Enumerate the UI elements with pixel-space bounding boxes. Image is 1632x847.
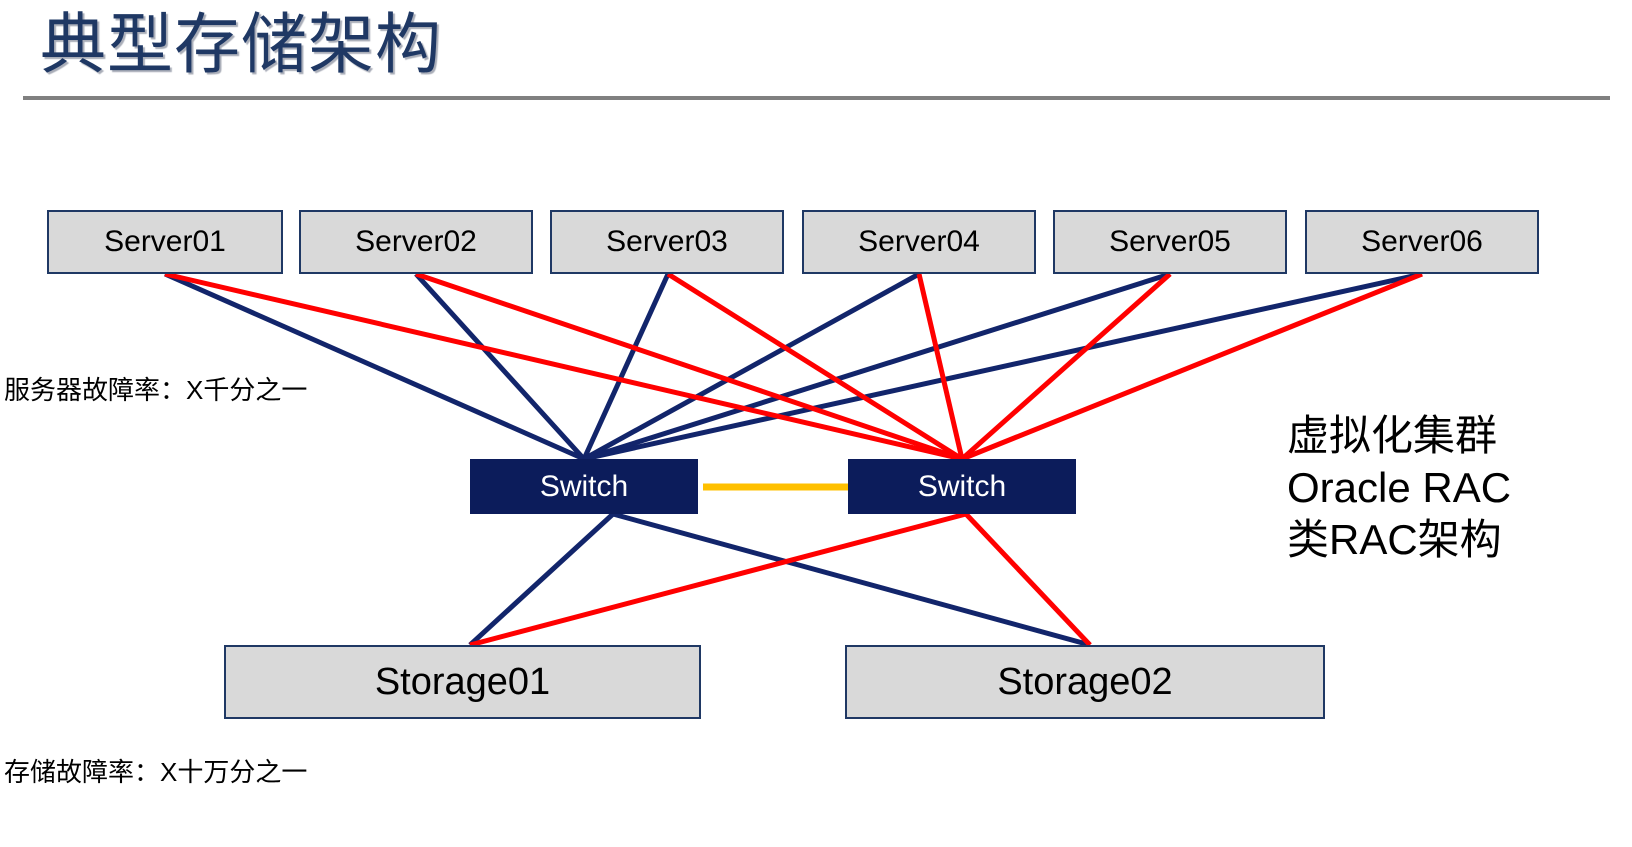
link-server-to-switch-a-2	[414, 272, 586, 461]
link-server-to-switch-a-1	[163, 271, 586, 462]
server-node-label: Server01	[104, 225, 226, 258]
links-to-switch-b	[164, 271, 1423, 462]
storage-node-2[interactable]: Storage02	[845, 645, 1325, 719]
cluster-type-line-1: 虚拟化集群	[1287, 412, 1498, 459]
server-node-3[interactable]: Server03	[550, 210, 784, 274]
server-node-1[interactable]: Server01	[47, 210, 283, 274]
link-server-to-switch-b-3	[666, 271, 964, 462]
server-node-label: Server04	[858, 225, 980, 258]
links-to-switch-a	[163, 271, 1423, 462]
server-node-label: Server05	[1109, 225, 1231, 258]
link-switch-a-to-storage-1	[468, 512, 615, 647]
link-server-to-switch-a-3	[581, 272, 671, 461]
link-server-to-switch-a-4	[582, 271, 921, 462]
switch-node-2[interactable]: Switch	[848, 459, 1076, 514]
cluster-type-line-2: Oracle RAC	[1287, 464, 1512, 511]
storage-node-label: Storage02	[997, 660, 1173, 703]
storage-node-1[interactable]: Storage01	[224, 645, 701, 719]
page-title: 典型存储架构	[40, 7, 442, 81]
link-server-to-switch-b-4	[916, 273, 965, 460]
cluster-type-line-3: 类RAC架构	[1287, 516, 1502, 563]
link-server-to-switch-b-1	[164, 271, 963, 462]
link-switch-b-to-storage-1	[469, 511, 967, 648]
storage-node-label: Storage01	[374, 660, 551, 703]
server-node-5[interactable]: Server05	[1053, 210, 1287, 274]
switch-node-label: Switch	[917, 469, 1007, 503]
storage-failure-rate-label: 存储故障率：X十万分之一	[4, 757, 308, 787]
server-node-label: Server06	[1361, 225, 1483, 258]
switch-node-label: Switch	[539, 469, 629, 503]
server-node-6[interactable]: Server06	[1305, 210, 1539, 274]
cluster-type-note: 虚拟化集群 Oracle RAC 类RAC架构	[1287, 410, 1511, 566]
link-switch-a-to-storage-2	[612, 511, 1091, 648]
server-node-label: Server03	[606, 225, 728, 258]
server-node-2[interactable]: Server02	[299, 210, 533, 274]
switch-node-1[interactable]: Switch	[470, 459, 698, 514]
link-server-to-switch-b-2	[415, 271, 963, 462]
links-switch-b-to-storage	[469, 511, 1092, 648]
link-switch-b-to-storage-2	[964, 512, 1092, 647]
links-switch-a-to-storage	[468, 511, 1091, 648]
server-node-4[interactable]: Server04	[802, 210, 1036, 274]
link-server-to-switch-b-5	[960, 272, 1172, 461]
link-server-to-switch-a-5	[583, 271, 1171, 462]
server-node-label: Server02	[355, 225, 477, 258]
server-failure-rate-label: 服务器故障率：X千分之一	[4, 375, 308, 405]
title-divider	[23, 96, 1610, 100]
